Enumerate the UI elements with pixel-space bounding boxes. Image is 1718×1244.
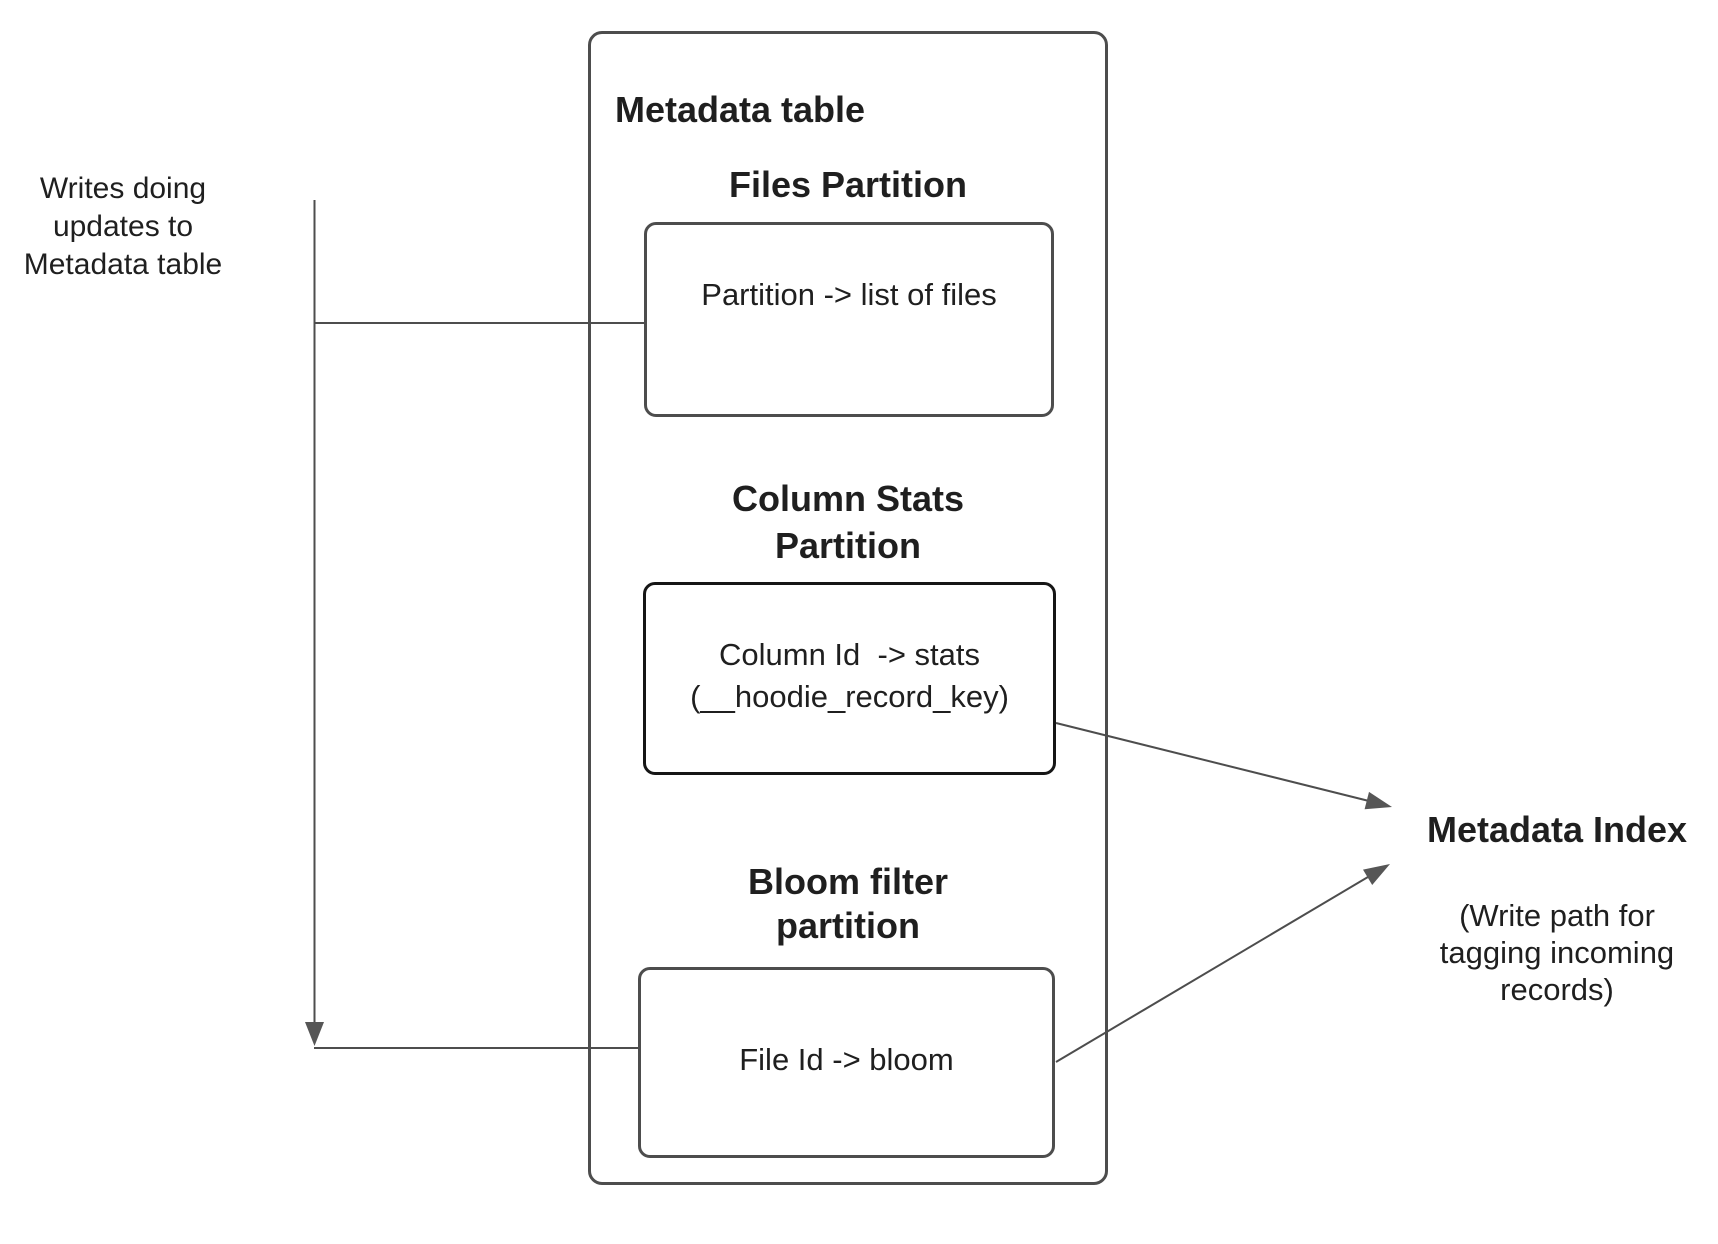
metadata-table-title: Metadata table: [615, 89, 866, 130]
files-partition-mapping: Partition -> list of files: [701, 277, 997, 312]
arrow-bloom-to-index-head-icon: [1363, 864, 1390, 885]
metadata-index-title: Metadata Index: [1426, 809, 1688, 850]
bloom-filter-mapping: File Id -> bloom: [739, 1042, 954, 1077]
arrow-column-stats-to-index-head-icon: [1364, 791, 1392, 810]
column-stats-mapping: Column Id -> stats (__hoodie_record_key): [690, 637, 1009, 714]
column-stats-box: [643, 582, 1056, 775]
metadata-index-subtitle: (Write path for tagging incoming records…: [1439, 898, 1675, 1007]
bloom-filter-box: [638, 967, 1055, 1158]
files-partition-box: [644, 222, 1054, 417]
files-partition-heading: Files Partition: [728, 164, 968, 205]
bloom-filter-heading: Bloom filter partition: [747, 861, 948, 946]
writes-updates-label: Writes doing updates to Metadata table: [23, 172, 223, 281]
writes-arrowhead-down-icon: [305, 1022, 324, 1046]
column-stats-heading: Column Stats Partition: [731, 478, 964, 566]
